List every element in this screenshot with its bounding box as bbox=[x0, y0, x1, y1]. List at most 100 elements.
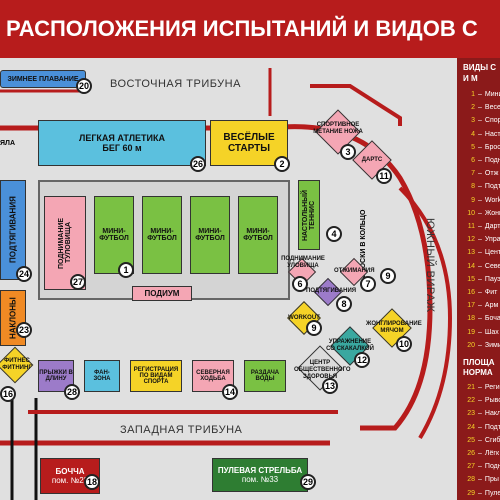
zone-winter-swimming-label: ЗИМНЕЕ ПЛАВАНИЕ bbox=[7, 75, 79, 83]
legend-item: 13–Цент bbox=[463, 246, 500, 259]
legend-item-text: Шах bbox=[484, 328, 499, 336]
legend-item-number: 12 bbox=[467, 236, 475, 244]
zone-winter-swimming[interactable]: ЗИМНЕЕ ПЛАВАНИЕ bbox=[0, 70, 86, 88]
zone-juggling-label: ЖОНГЛИРОВАНИЕ МЯЧОМ bbox=[366, 321, 422, 334]
marker-29: 29 bbox=[300, 474, 316, 490]
page-title: РАСПОЛОЖЕНИЯ ИСПЫТАНИЙ И ВИДОВ С bbox=[0, 0, 500, 58]
marker-26: 26 bbox=[190, 156, 206, 172]
legend-list-activities: 1–Мини2–Весе3–Спор4–Наст5–Брос6–Подн7–От… bbox=[457, 84, 500, 352]
legend-item-number: 1 bbox=[471, 91, 475, 98]
legend-item-text: Упра bbox=[484, 236, 500, 244]
legend-item-number: 17 bbox=[467, 302, 475, 310]
left-top-label: ЯЛА bbox=[0, 140, 15, 147]
legend-item-number: 23 bbox=[467, 410, 475, 418]
legend-item-number: 29 bbox=[467, 489, 475, 497]
west-tribune-label: ЗАПАДНАЯ ТРИБУНА bbox=[120, 424, 243, 436]
legend-item: 27–Подн bbox=[463, 460, 500, 473]
zone-registration[interactable]: РЕГИСТРАЦИЯ ПО ВИДАМ СПОРТА bbox=[130, 360, 182, 392]
zone-pullups-label: ПОДТЯГИВАНИЯ bbox=[306, 288, 357, 294]
legend-dash: – bbox=[478, 341, 482, 349]
legend-item-text: Боча bbox=[484, 315, 500, 323]
legend-item-text: Наст bbox=[484, 130, 500, 138]
zone-table-tennis[interactable]: НАСТОЛЬНЫЙ ТЕННИС bbox=[298, 180, 320, 250]
legend-item: 6–Подн bbox=[463, 154, 500, 167]
legend-title-1: ВИДЫ С bbox=[463, 63, 497, 72]
zone-podium-label: ПОДИУМ bbox=[144, 289, 180, 298]
legend-item-number: 8 bbox=[471, 183, 475, 191]
zone-water-label: РАЗДАЧА ВОДЫ bbox=[250, 370, 280, 382]
legend-dash: – bbox=[478, 209, 482, 217]
marker-12: 12 bbox=[354, 352, 370, 368]
legend-item-number: 4 bbox=[471, 130, 475, 138]
legend-item-text: Накл bbox=[484, 410, 500, 418]
zone-left-pullups-label: ПОДТЯГИВАНИЯ bbox=[8, 196, 18, 264]
zone-rope-label: УПРАЖНЕНИЕ СО СКАКАЛКОЙ bbox=[326, 339, 374, 352]
legend-dash: – bbox=[478, 289, 482, 297]
legend-item-text: Отж bbox=[484, 170, 499, 178]
zone-left-pullups[interactable]: ПОДТЯГИВАНИЯ bbox=[0, 180, 26, 280]
legend-item: 16–Фит bbox=[463, 286, 500, 299]
legend-item: 26–Лёгк bbox=[463, 447, 500, 460]
zone-podium[interactable]: ПОДИУМ bbox=[132, 286, 192, 301]
legend-dash: – bbox=[478, 275, 482, 283]
legend-title-3: ПЛОЩА bbox=[463, 358, 495, 368]
legend-item: 18–Боча bbox=[463, 312, 500, 325]
legend-item: 23–Накл bbox=[463, 407, 500, 420]
zone-nordic-label: СЕВЕРНАЯ ХОДЬБА bbox=[196, 370, 230, 382]
legend-item-number: 21 bbox=[467, 384, 475, 392]
marker-7: 7 bbox=[360, 276, 376, 292]
legend-dash: – bbox=[478, 450, 482, 458]
zone-darts-label: ДАРТС bbox=[361, 157, 383, 163]
legend-item-text: Регистр bbox=[484, 384, 500, 392]
legend-item: 15–Пауэ bbox=[463, 273, 500, 286]
legend-item: 12–Упра bbox=[463, 233, 500, 246]
legend-item-text: Подн bbox=[484, 463, 500, 471]
zone-minifootball-1[interactable]: МИНИ- ФУТБОЛ bbox=[94, 196, 134, 274]
legend-title-4: НОРМА bbox=[463, 368, 493, 378]
minifootball-1-sublabel: ФУТБОЛ bbox=[99, 235, 129, 242]
legend-item: 19–Шах bbox=[463, 326, 500, 339]
legend-item: 11–Дарт bbox=[463, 220, 500, 233]
legend-item: 24–Подт bbox=[463, 421, 500, 434]
legend-item-text: Брос bbox=[484, 143, 500, 151]
divider bbox=[28, 410, 338, 414]
legend-item-number: 7 bbox=[471, 170, 475, 178]
legend-item-number: 18 bbox=[467, 315, 475, 323]
zone-minifootball-2[interactable]: МИНИ- ФУТБОЛ bbox=[142, 196, 182, 274]
zone-athletics[interactable]: ЛЕГКАЯ АТЛЕТИКА БЕГ 60 м bbox=[38, 120, 206, 166]
legend-item-number: 15 bbox=[467, 275, 475, 283]
minifootball-1-label: МИНИ- bbox=[102, 228, 126, 235]
legend-item-number: 6 bbox=[471, 157, 475, 165]
marker-28: 28 bbox=[64, 384, 80, 400]
legend-dash: – bbox=[478, 170, 482, 178]
zone-long-jump-label: ПРЫЖКИ В ДЛИНУ bbox=[39, 370, 73, 382]
legend-item-number: 13 bbox=[467, 249, 475, 257]
zone-fitness-label: ФИТНЕС ФИТНИНГ bbox=[2, 358, 32, 371]
marker-14: 14 bbox=[222, 384, 238, 400]
legend-item-text: Цент bbox=[484, 249, 500, 257]
zone-minifootball-4[interactable]: МИНИ- ФУТБОЛ bbox=[238, 196, 278, 274]
legend-item-number: 10 bbox=[467, 209, 475, 217]
zone-knife-label: СПОРТИВНОЕ МЕТАНИЕ НОЖА bbox=[313, 122, 363, 135]
legend-dash: – bbox=[478, 476, 482, 484]
marker-basket: 9 bbox=[380, 268, 396, 284]
legend-item-text: Арм bbox=[484, 302, 499, 310]
zone-table-tennis-label: НАСТОЛЬНЫЙ ТЕННИС bbox=[302, 189, 316, 241]
zone-fanzone[interactable]: ФАН- ЗОНА bbox=[84, 360, 120, 392]
legend-item-text: Севе bbox=[484, 262, 500, 270]
legend-item: 10–Жонг bbox=[463, 207, 500, 220]
legend-item: 1–Мини bbox=[463, 88, 500, 101]
legend-item-number: 3 bbox=[471, 117, 475, 125]
legend-dash: – bbox=[478, 328, 482, 336]
legend-item: 4–Наст bbox=[463, 128, 500, 141]
legend-dash: – bbox=[478, 104, 482, 112]
legend-item-number: 27 bbox=[467, 463, 475, 471]
zone-water[interactable]: РАЗДАЧА ВОДЫ bbox=[244, 360, 286, 392]
legend-item: 14–Севе bbox=[463, 260, 500, 273]
legend-item-number: 28 bbox=[467, 476, 475, 484]
zone-fun-starts-sublabel: СТАРТЫ bbox=[227, 143, 271, 154]
legend-dash: – bbox=[478, 143, 482, 151]
zone-shooting[interactable]: ПУЛЕВАЯ СТРЕЛЬБА пом. №33 bbox=[212, 458, 308, 492]
south-turn-label: ЮЖНЫЙ ВИРАЖ bbox=[424, 218, 436, 313]
zone-minifootball-3[interactable]: МИНИ- ФУТБОЛ bbox=[190, 196, 230, 274]
